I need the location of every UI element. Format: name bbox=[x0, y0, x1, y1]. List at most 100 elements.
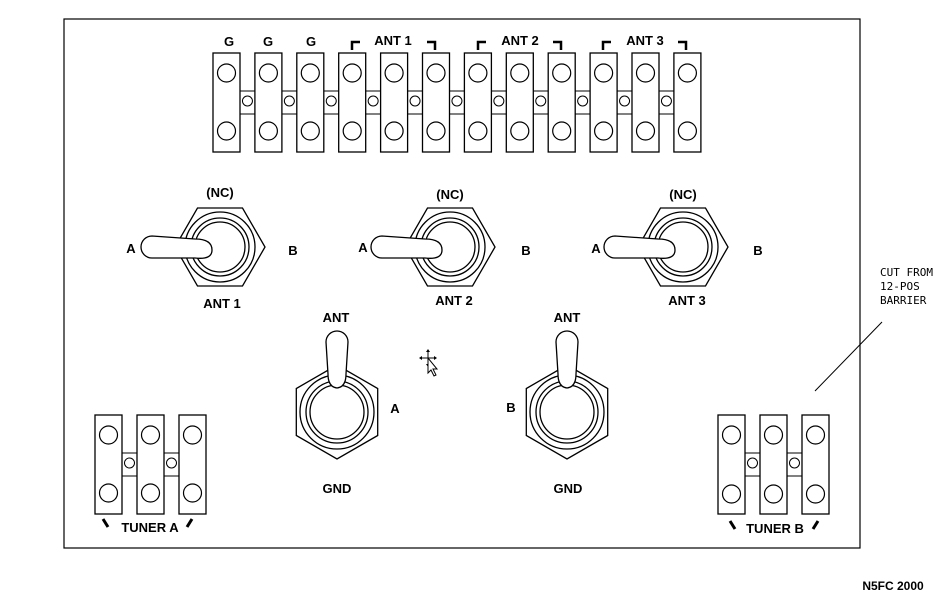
switch-ant1-name: ANT 1 bbox=[203, 296, 241, 311]
screw-icon bbox=[300, 121, 320, 141]
screw-icon bbox=[677, 121, 698, 141]
switch-ant3-name: ANT 3 bbox=[668, 293, 706, 308]
switch-bushing-inner bbox=[539, 384, 595, 440]
link-icon bbox=[283, 95, 295, 107]
screw-icon bbox=[593, 121, 614, 141]
link-icon bbox=[367, 95, 379, 107]
panel-border bbox=[63, 18, 861, 549]
screw-icon bbox=[216, 63, 237, 83]
switch-tuner-a-side-label: A bbox=[390, 401, 400, 416]
switch-tuner-b[interactable] bbox=[525, 330, 609, 460]
tuner-a-barrier-strip bbox=[94, 414, 207, 515]
screw-icon bbox=[677, 63, 698, 83]
screw-icon bbox=[140, 425, 161, 445]
note-leader-line bbox=[814, 321, 883, 392]
note-cut-from-barrier: CUT FROM 12-POS BARRIER bbox=[814, 266, 933, 392]
screw-icon bbox=[258, 121, 278, 141]
link-icon bbox=[577, 95, 589, 107]
switch-ant2-nc-label: (NC) bbox=[436, 187, 463, 202]
switch-ant3[interactable] bbox=[603, 207, 729, 287]
switch-ant3-a-label: A bbox=[591, 241, 601, 256]
screw-icon bbox=[468, 121, 488, 141]
switch-ant1-nc-label: (NC) bbox=[206, 185, 233, 200]
link-icon bbox=[535, 95, 547, 107]
switch-ant3-b-label: B bbox=[753, 243, 762, 258]
link-icon bbox=[747, 457, 758, 469]
link-icon bbox=[241, 95, 253, 107]
screw-icon bbox=[635, 121, 656, 141]
tuner-a-label: TUNER A bbox=[121, 520, 179, 535]
screw-icon bbox=[426, 63, 446, 83]
note-line-1: CUT FROM bbox=[880, 266, 933, 279]
screw-icon bbox=[140, 483, 161, 503]
link-icon bbox=[409, 95, 421, 107]
switch-lever bbox=[555, 330, 579, 389]
link-icon bbox=[789, 457, 800, 469]
switch-lever bbox=[603, 235, 676, 259]
terminal-label-g2: G bbox=[263, 34, 273, 49]
switch-ant3-nc-label: (NC) bbox=[669, 187, 696, 202]
screw-icon bbox=[384, 121, 404, 141]
top-labels: G G G ANT 1 ANT 2 ANT 3 bbox=[224, 33, 688, 50]
link-icon bbox=[124, 457, 135, 469]
screw-icon bbox=[216, 121, 237, 141]
link-icon bbox=[619, 95, 631, 107]
switch-tuner-a-gnd-label: GND bbox=[323, 481, 352, 496]
tuner-b-label-group: TUNER B bbox=[728, 520, 820, 536]
switch-ant2-name: ANT 2 bbox=[435, 293, 473, 308]
group-label-ant2: ANT 2 bbox=[501, 33, 539, 48]
terminal-label-g1: G bbox=[224, 34, 234, 49]
top-barrier-strip bbox=[212, 52, 702, 153]
switch-lever bbox=[140, 235, 213, 259]
move-cursor-icon bbox=[419, 349, 439, 377]
screw-icon bbox=[805, 425, 826, 445]
screw-icon bbox=[384, 63, 404, 83]
group-label-ant3: ANT 3 bbox=[626, 33, 664, 48]
screw-icon bbox=[763, 425, 784, 445]
link-icon bbox=[451, 95, 463, 107]
screw-icon bbox=[510, 63, 530, 83]
screw-icon bbox=[635, 63, 656, 83]
switch-ant1-b-label: B bbox=[288, 243, 297, 258]
screw-icon bbox=[342, 63, 362, 83]
screw-icon bbox=[468, 63, 488, 83]
credit-label: N5FC 2000 bbox=[862, 579, 924, 593]
screw-icon bbox=[552, 121, 572, 141]
switch-ant1-a-label: A bbox=[126, 241, 136, 256]
screw-icon bbox=[426, 121, 446, 141]
switch-lever bbox=[370, 235, 443, 259]
screw-icon bbox=[342, 121, 362, 141]
screw-icon bbox=[258, 63, 278, 83]
screw-icon bbox=[763, 484, 784, 504]
screw-icon bbox=[721, 484, 742, 504]
screw-icon bbox=[300, 63, 320, 83]
switch-tuner-a-ant-label: ANT bbox=[323, 310, 350, 325]
switch-ant1[interactable] bbox=[140, 207, 266, 287]
note-line-3: BARRIER bbox=[880, 294, 927, 307]
switch-ant2-b-label: B bbox=[521, 243, 530, 258]
screw-icon bbox=[182, 425, 203, 445]
switch-tuner-b-ant-label: ANT bbox=[554, 310, 581, 325]
tuner-b-barrier-strip bbox=[717, 414, 830, 515]
switch-ant2[interactable] bbox=[370, 207, 496, 287]
link-icon bbox=[660, 95, 672, 107]
screw-icon bbox=[721, 425, 742, 445]
switch-bushing-inner bbox=[309, 384, 365, 440]
tuner-b-label: TUNER B bbox=[746, 521, 804, 536]
switch-tuner-a[interactable] bbox=[295, 330, 379, 460]
screw-icon bbox=[552, 63, 572, 83]
link-icon bbox=[166, 457, 177, 469]
group-label-ant1: ANT 1 bbox=[374, 33, 412, 48]
switch-tuner-b-side-label: B bbox=[506, 400, 515, 415]
switch-tuner-b-gnd-label: GND bbox=[554, 481, 583, 496]
note-line-2: 12-POS bbox=[880, 280, 920, 293]
screw-icon bbox=[593, 63, 614, 83]
screw-icon bbox=[805, 484, 826, 504]
screw-icon bbox=[98, 483, 119, 503]
screw-icon bbox=[182, 483, 203, 503]
switch-ant2-a-label: A bbox=[358, 240, 368, 255]
link-icon bbox=[325, 95, 337, 107]
screw-icon bbox=[98, 425, 119, 445]
screw-icon bbox=[510, 121, 530, 141]
